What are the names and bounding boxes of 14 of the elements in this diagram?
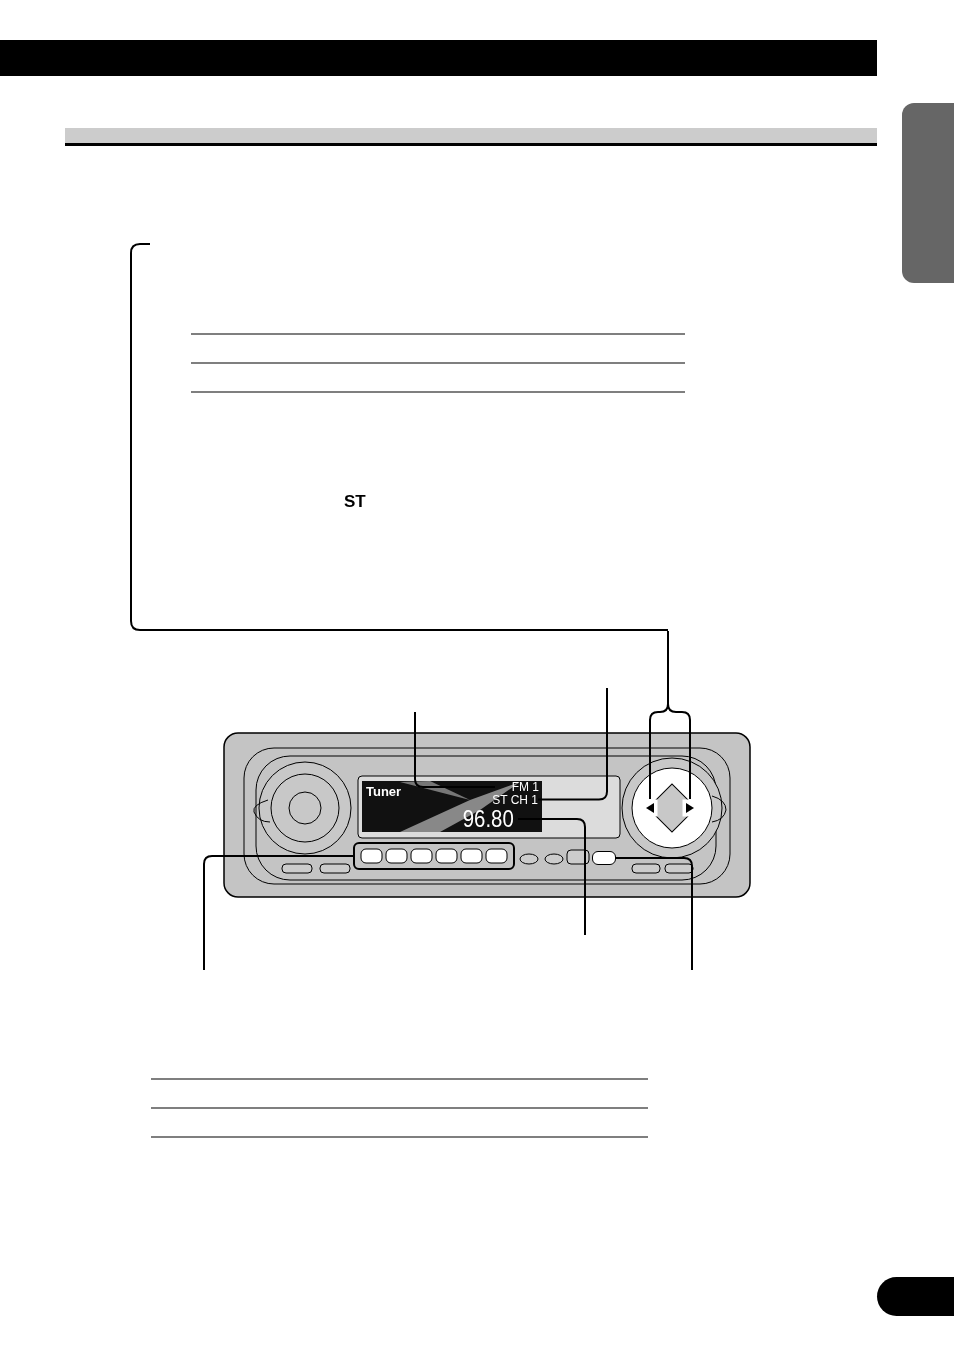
leader-line: [615, 857, 693, 971]
bracket-frame: [130, 243, 668, 631]
section-bar: [65, 128, 877, 146]
leader-line: [517, 818, 586, 936]
leader-line: [667, 630, 691, 800]
leader-line: [537, 687, 608, 801]
display-text: FM 1: [495, 780, 539, 794]
display-text: Tuner: [366, 785, 402, 798]
button-group: [353, 842, 515, 870]
side-tab: [902, 103, 954, 283]
leader-line: [203, 855, 354, 971]
button: [592, 851, 616, 865]
display-text: ST CH 1: [490, 793, 538, 806]
symbol-text: ST: [344, 493, 366, 510]
